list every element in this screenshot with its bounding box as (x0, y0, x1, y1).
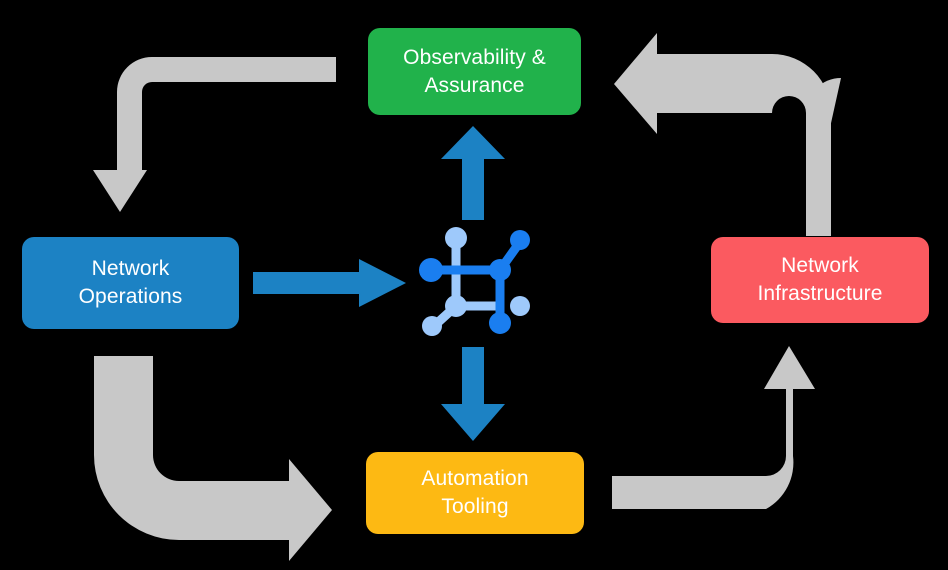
gray-elbow-arrow-bottom-right-fill (612, 476, 792, 536)
gray-elbow-arrow-top-right-body (614, 33, 831, 236)
gray-elbow-arrow-bottom-left-icon (94, 356, 332, 561)
blue-arrow-right-icon (253, 259, 406, 307)
gray-elbow-arrow-top-right-fill (613, 31, 831, 235)
mesh-dark-nodes (419, 230, 530, 334)
gray-elbow-arrow-top-right (613, 57, 805, 235)
node-box-automation-tooling[interactable]: Automation Tooling (366, 452, 584, 534)
gray-elbow-arrow-top-left-icon (93, 57, 336, 212)
gray-elbow-arrow-bottom-right-icon (612, 346, 815, 509)
gray-elbow-arrow-top-left-shape (94, 57, 335, 212)
blue-arrow-up (443, 126, 503, 220)
blue-arrow-right (253, 259, 406, 307)
node-box-observability[interactable]: Observability & Assurance (368, 28, 581, 115)
node-box-network-infrastructure[interactable]: Network Infrastructure (711, 237, 929, 323)
mesh-light-edges (429, 235, 505, 331)
gray-elbow-arrow-top-left (94, 57, 335, 213)
gray-elbow-arrow-bottom-right (612, 438, 792, 477)
network-mesh-svg (419, 227, 530, 336)
gray-elbow-arrow-top-right-icon (806, 78, 841, 236)
mesh-light-nodes (422, 227, 530, 336)
blue-arrow-down-icon (441, 347, 505, 441)
network-mesh-icon (418, 222, 534, 338)
blue-arrow-down (443, 346, 503, 441)
gray-elbow-arrow-bottom-right-shape (612, 345, 815, 476)
blue-arrow-up-icon (441, 126, 505, 220)
node-box-network-operations[interactable]: Network Operations (22, 237, 239, 329)
gray-elbow-arrow-bottom-left (93, 355, 332, 563)
